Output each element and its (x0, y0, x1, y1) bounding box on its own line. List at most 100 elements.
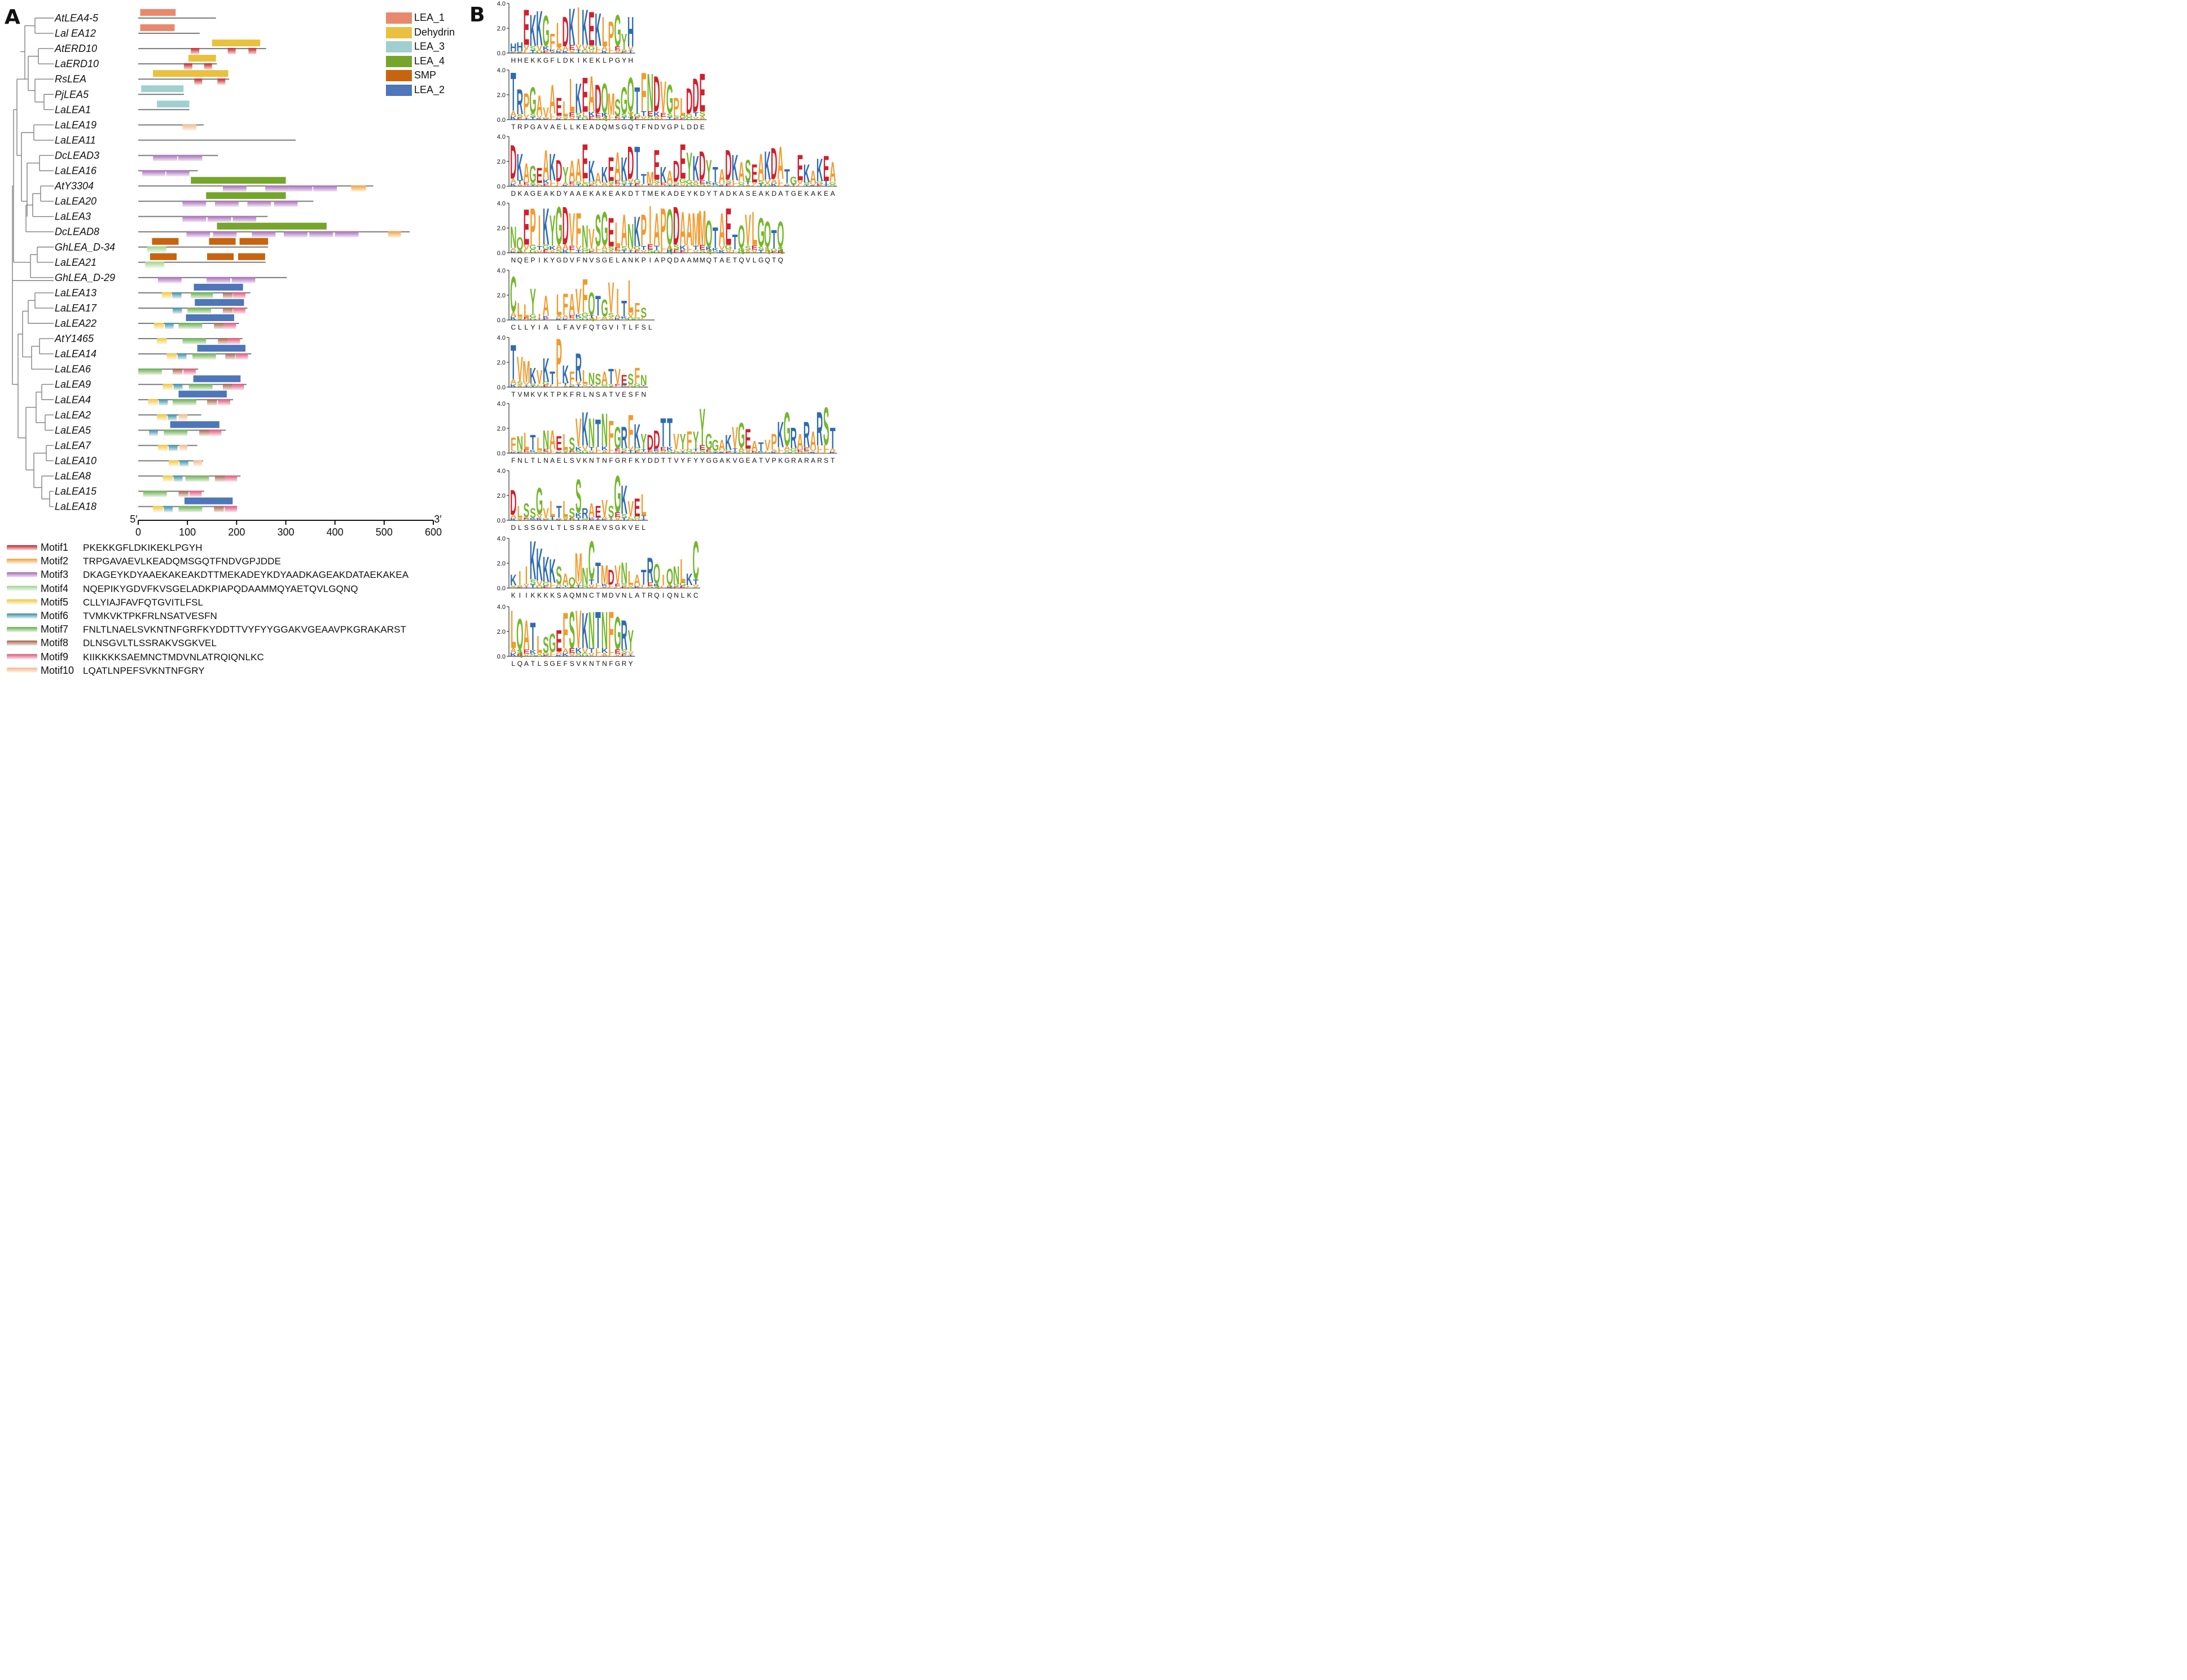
logo-letter: E (647, 183, 653, 186)
logo-letter: R (803, 415, 810, 456)
logo-letter: V (680, 449, 686, 453)
consensus-letter: K (622, 190, 626, 198)
logo-letter: A (601, 369, 608, 389)
motif-9-box (227, 338, 240, 345)
logo-letter: V (537, 652, 543, 656)
logo-letter: E (680, 118, 686, 120)
consensus-letter: K (693, 190, 698, 198)
motif-3-box (153, 155, 177, 161)
logo-letter: V (524, 381, 530, 386)
logo-letter: G (653, 249, 660, 254)
logo-letter: S (608, 245, 614, 252)
logo-letter: T (641, 567, 647, 590)
consensus-letter: M (601, 591, 607, 599)
logo-letter: G (542, 581, 549, 587)
logo-letter: S (563, 116, 569, 119)
logo-letter: D (771, 139, 778, 190)
logo-letter: T (634, 137, 640, 189)
logo-letter: S (608, 503, 614, 522)
logo-letter: L (595, 446, 601, 452)
motif-10-box (182, 124, 196, 131)
logo-letter: K (601, 647, 608, 655)
logo-letter: A (510, 310, 517, 318)
logo-letter: E (778, 250, 784, 254)
logo-letter: P (771, 429, 777, 455)
logo-letter: T (771, 225, 777, 255)
logo-letter: K (601, 50, 608, 54)
logo-letter: T (524, 586, 529, 589)
motif-name: Motif3 (41, 569, 69, 581)
motif-name: Motif5 (41, 596, 69, 608)
logo-letter: E (569, 587, 575, 588)
logo-letter: L (537, 631, 542, 658)
consensus-letter: N (582, 256, 587, 264)
logo-letter: K (725, 432, 732, 455)
motif-1-box (194, 78, 203, 85)
logo-letter: E (543, 50, 549, 54)
logo-letter: L (641, 586, 647, 588)
legend-swatch (386, 12, 412, 24)
consensus-letter: D (726, 190, 731, 198)
logo-letter: T (621, 296, 627, 322)
logo-letter: S (627, 371, 634, 388)
logo-letter: E (595, 112, 601, 119)
consensus-letter: T (831, 457, 835, 464)
logo-letter: E (524, 200, 530, 256)
motif-legend-item (7, 542, 37, 553)
logo-letter: G (634, 319, 640, 321)
logo-letter: G (582, 584, 589, 587)
logo-letter: V (719, 182, 725, 185)
logo-letter: S (530, 506, 536, 521)
motif-9-box (183, 369, 196, 375)
logo-letter: E (680, 585, 686, 589)
logo-letter: V (576, 380, 582, 386)
logo-letter: Y (680, 429, 686, 455)
logo-letter: T (576, 49, 581, 54)
motif-7-box (178, 506, 203, 512)
logo-letter: A (719, 203, 726, 256)
consensus-letter: A (739, 190, 744, 198)
logo-letter: S (569, 586, 575, 587)
logo-letter: A (510, 378, 517, 385)
domain-smp (238, 253, 265, 260)
logo-letter: F (608, 603, 614, 660)
logo-letter: K (575, 511, 582, 519)
consensus-letter: N (517, 457, 522, 464)
consensus-letter: V (661, 123, 665, 131)
logo-letter: T (595, 558, 601, 590)
logo-letter: V (693, 584, 699, 589)
logo-letter: G (542, 518, 549, 520)
logo-letter: A (738, 446, 745, 452)
consensus-letter: F (635, 323, 639, 331)
axis-5prime-label: 5′ (130, 514, 138, 525)
logo-letter: K (530, 6, 537, 56)
logo-letter: F (582, 269, 588, 323)
logo-letter: K (536, 117, 543, 120)
logo-letter: E (614, 246, 621, 252)
consensus-letter: D (563, 56, 568, 64)
consensus-letter: E (589, 56, 594, 64)
logo-letter: E (569, 314, 575, 319)
gene-row: Lal EA12 (55, 24, 200, 39)
logo-letter: K (764, 143, 771, 189)
consensus-letter: L (538, 457, 542, 464)
logo-letter: F (569, 369, 575, 389)
logo-letter: G (634, 383, 640, 387)
logo-letter: T (576, 384, 582, 388)
logo-letter: K (634, 418, 640, 455)
logo-letter: K (666, 586, 673, 589)
logo-letter: A (562, 118, 569, 120)
logo-letter: E (614, 179, 621, 185)
consensus-letter: P (609, 56, 613, 64)
logo-letter: Y (627, 623, 634, 658)
logo-letter: L (778, 450, 783, 454)
logo-letter: L (687, 244, 692, 251)
logo-letter: T (758, 249, 765, 253)
logo-letter: L (550, 451, 555, 454)
domain-lea-2 (184, 497, 233, 505)
consensus-letter: G (784, 457, 789, 464)
logo-letter: E (614, 115, 621, 119)
consensus-letter: V (537, 391, 542, 398)
consensus-letter: L (564, 457, 568, 464)
